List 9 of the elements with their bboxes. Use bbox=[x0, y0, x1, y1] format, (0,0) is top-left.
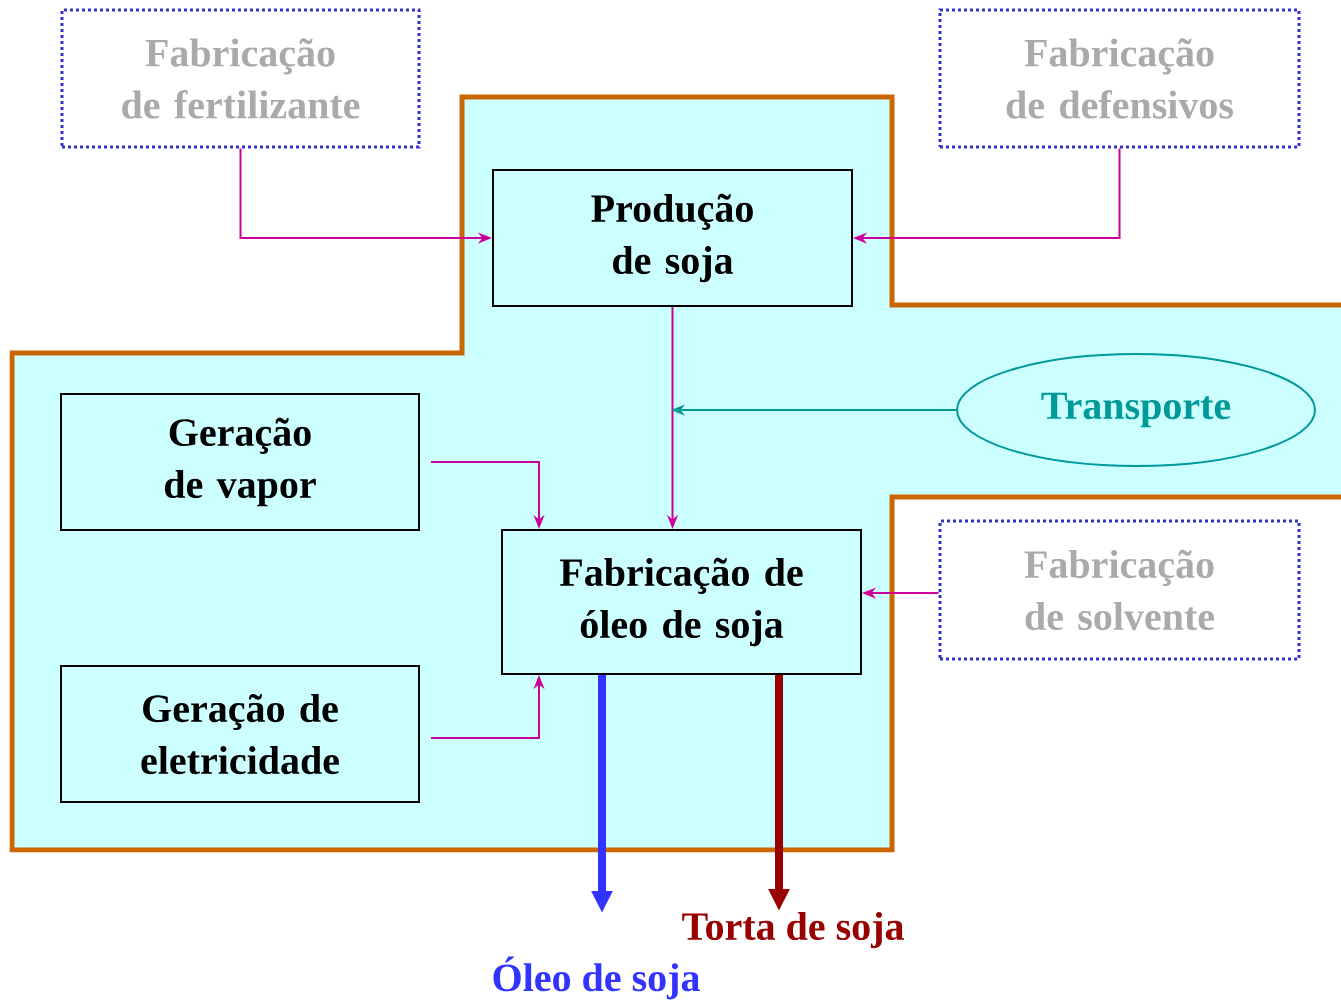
process-box: Produção de soja bbox=[492, 169, 853, 307]
process-box: Geração de vapor bbox=[60, 393, 420, 531]
process-box: Geração de eletricidade bbox=[60, 665, 420, 803]
output-label: Óleo de soja bbox=[490, 955, 702, 1000]
external-process-box: Fabricação de solvente bbox=[938, 519, 1301, 661]
process-box: Fabricação de óleo de soja bbox=[501, 529, 862, 675]
output-label: Torta de soja bbox=[680, 910, 906, 950]
external-process-box: Fabricação de defensivos bbox=[938, 8, 1301, 149]
external-process-box: Fabricação de fertilizante bbox=[60, 8, 421, 149]
